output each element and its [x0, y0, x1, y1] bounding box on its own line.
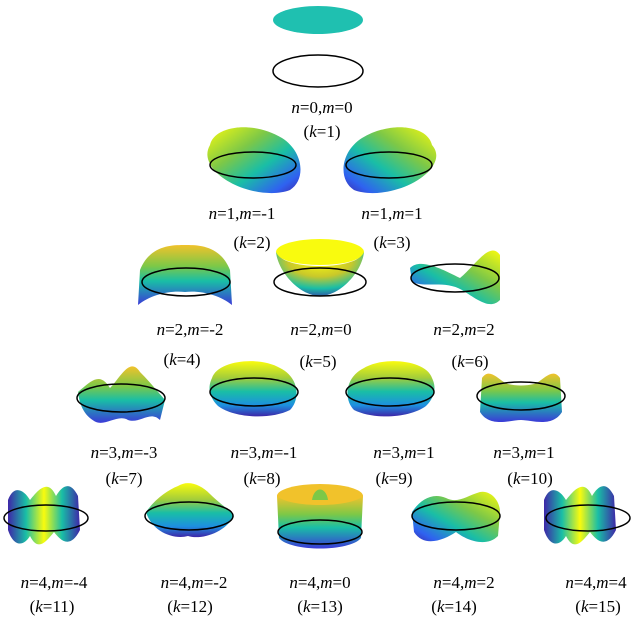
mode-1-aperture-ring [272, 54, 364, 88]
mode-12-nm-label: n=4,m=-2 [160, 573, 228, 592]
k-value: =6) [464, 352, 489, 371]
mode-10-k-label: (k=10) [507, 469, 553, 488]
k-value: =13) [310, 597, 343, 616]
k-value: =15) [588, 597, 621, 616]
mode-4-surface [138, 245, 232, 305]
mode-3-nm-label: n=1,m=1 [361, 204, 423, 223]
k-value: =11) [42, 597, 75, 616]
mode-1-k-label: (k=1) [303, 122, 341, 141]
mode-8-k-label: (k=8) [243, 469, 281, 488]
n-value: =0, [299, 98, 323, 117]
k-value: =1) [316, 122, 341, 141]
k-value: =4) [176, 350, 201, 369]
m-value: =0 [332, 573, 351, 592]
mode-10-surface [476, 373, 566, 422]
mode-9-surface [345, 361, 435, 417]
m-value: =1 [404, 204, 423, 223]
mode-3-surface [343, 127, 437, 194]
k-value: =12) [180, 597, 213, 616]
mode-15-nm-label: n=4,m=4 [565, 573, 627, 592]
m-value: =-1 [273, 443, 298, 462]
m-value: =0 [333, 320, 352, 339]
mode-9-k-label: (k=9) [375, 469, 413, 488]
mode-11-surface [3, 486, 89, 545]
mode-15-surface [544, 486, 631, 545]
mode-11-k-label: (k=11) [29, 597, 75, 616]
mode-8-surface [209, 361, 299, 417]
n-value: =3, [381, 443, 405, 462]
mode-14-nm-label: n=4,m=2 [433, 573, 495, 592]
mode-13-nm-label: n=4,m=0 [289, 573, 351, 592]
mode-2-surface [207, 127, 301, 194]
mode-3-k-label: (k=3) [373, 233, 411, 252]
mode-13-k-label: (k=13) [297, 597, 343, 616]
n-value: =4, [297, 573, 321, 592]
mode-14-surface [411, 491, 501, 543]
mode-12-surface [144, 483, 234, 538]
mode-2-k-label: (k=2) [233, 233, 271, 252]
n-value: =4, [441, 573, 465, 592]
n-value: =1, [217, 204, 240, 223]
n-value: =4, [573, 573, 597, 592]
mode-5-nm-label: n=2,m=0 [290, 320, 352, 339]
m-value: =4 [608, 573, 627, 592]
mode-7-k-label: (k=7) [105, 469, 143, 488]
mode-5-surface [273, 239, 367, 297]
mode-6-k-label: (k=6) [451, 352, 489, 371]
n-value: =4, [29, 573, 52, 592]
mode-13-surface [277, 484, 363, 549]
m-value: =2 [476, 320, 495, 339]
k-value: =3) [386, 233, 411, 252]
m-value: =-4 [63, 573, 88, 592]
m-value: =1 [536, 443, 555, 462]
m-value: =2 [476, 573, 495, 592]
mode-6-nm-label: n=2,m=2 [433, 320, 495, 339]
n-value: =4, [169, 573, 192, 592]
mode-4-nm-label: n=2,m=-2 [156, 320, 224, 339]
m-value: =0 [334, 98, 353, 117]
mode-4-k-label: (k=4) [163, 350, 201, 369]
n-value: =2, [298, 320, 322, 339]
n-value: =1, [369, 204, 393, 223]
mode-10-nm-label: n=3,m=1 [493, 443, 555, 462]
k-value: =14) [444, 597, 477, 616]
m-value: =1 [416, 443, 435, 462]
k-value: =5) [312, 352, 337, 371]
k-value: =2) [246, 233, 271, 252]
mode-14-k-label: (k=14) [431, 597, 477, 616]
k-value: =9) [388, 469, 413, 488]
n-value: =3, [99, 443, 122, 462]
m-value: =-1 [251, 204, 276, 223]
n-value: =2, [165, 320, 188, 339]
n-value: =3, [239, 443, 262, 462]
mode-11-nm-label: n=4,m=-4 [20, 573, 88, 592]
k-value: =8) [256, 469, 281, 488]
mode-1-piston-surface [273, 6, 363, 34]
mode-8-nm-label: n=3,m=-1 [230, 443, 298, 462]
m-value: =-3 [133, 443, 158, 462]
mode-6-surface [410, 250, 500, 305]
mode-15-k-label: (k=15) [575, 597, 621, 616]
mode-2-nm-label: n=1,m=-1 [208, 204, 276, 223]
mode-1-nm-label: n=0,m=0 [291, 98, 353, 117]
mode-7-nm-label: n=3,m=-3 [90, 443, 158, 462]
m-value: =-2 [199, 320, 224, 339]
mode-9-nm-label: n=3,m=1 [373, 443, 435, 462]
mode-7-surface [76, 366, 166, 423]
mode-12-k-label: (k=12) [167, 597, 213, 616]
k-value: =7) [118, 469, 143, 488]
n-value: =2, [441, 320, 465, 339]
k-value: =10) [520, 469, 553, 488]
n-value: =3, [501, 443, 525, 462]
mode-5-k-label: (k=5) [299, 352, 337, 371]
m-value: =-2 [203, 573, 228, 592]
